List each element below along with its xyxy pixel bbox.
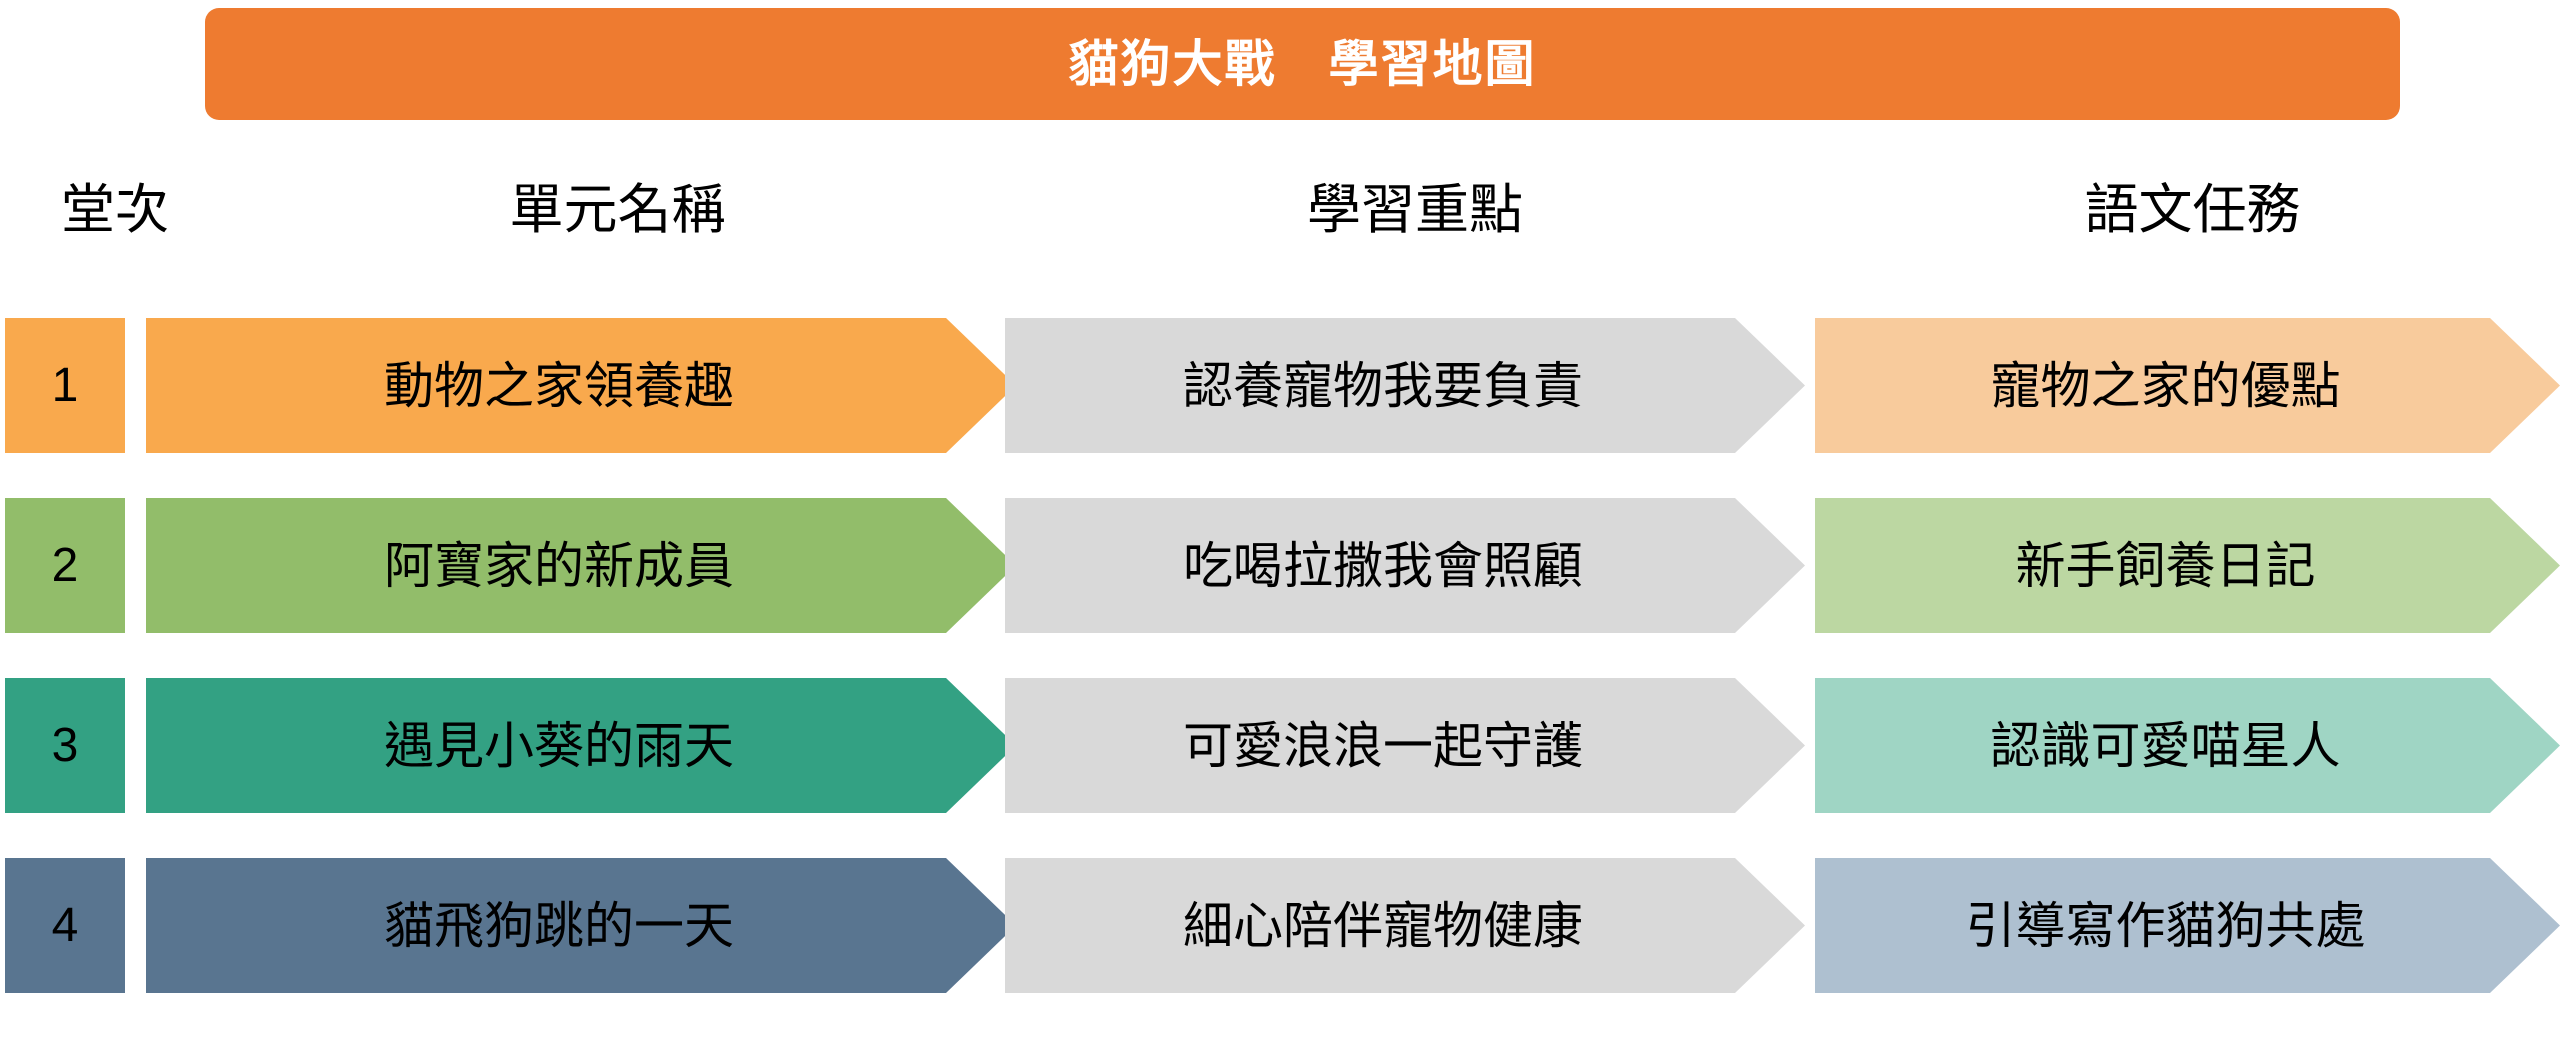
focus-label: 可愛浪浪一起守護 [1183, 717, 1583, 774]
unit-chevron[interactable]: 遇見小葵的雨天 [146, 678, 1016, 813]
focus-label: 細心陪伴寵物健康 [1183, 897, 1583, 954]
task-label: 引導寫作貓狗共處 [1965, 897, 2366, 954]
task-label: 寵物之家的優點 [1990, 357, 2341, 414]
focus-label: 吃喝拉撒我會照顧 [1183, 537, 1583, 594]
title-banner: 貓狗大戰 學習地圖 [205, 8, 2400, 120]
table-row: 4 貓飛狗跳的一天 細心陪伴寵物健康 引導寫作貓狗共處 [0, 858, 2560, 993]
unit-chevron[interactable]: 動物之家領養趣 [146, 318, 1016, 453]
column-header-lesson: 堂次 [61, 180, 169, 240]
unit-label: 阿寶家的新成員 [384, 537, 734, 594]
lesson-number: 2 [51, 538, 79, 592]
column-header-task: 語文任務 [2084, 180, 2301, 240]
task-chevron[interactable]: 引導寫作貓狗共處 [1815, 858, 2560, 993]
column-header-row: 堂次 單元名稱 學習重點 語文任務 [0, 160, 2560, 260]
table-row: 2 阿寶家的新成員 吃喝拉撒我會照顧 新手飼養日記 [0, 498, 2560, 633]
lesson-number-chip: 1 [5, 318, 125, 453]
unit-label: 遇見小葵的雨天 [384, 717, 734, 774]
lesson-number-chip: 3 [5, 678, 125, 813]
lesson-number: 1 [51, 358, 79, 412]
focus-chevron[interactable]: 吃喝拉撒我會照顧 [1005, 498, 1805, 633]
focus-chevron[interactable]: 細心陪伴寵物健康 [1005, 858, 1805, 993]
task-chevron[interactable]: 寵物之家的優點 [1815, 318, 2560, 453]
lesson-number-chip: 4 [5, 858, 125, 993]
task-chevron[interactable]: 認識可愛喵星人 [1815, 678, 2560, 813]
lesson-number: 3 [51, 718, 79, 772]
lesson-number-chip: 2 [5, 498, 125, 633]
lesson-rows: 1 動物之家領養趣 認養寵物我要負責 寵物之家的優點 2 阿寶家的新成員 吃喝拉… [0, 318, 2560, 1038]
task-label: 認識可愛喵星人 [1990, 717, 2341, 774]
focus-chevron[interactable]: 可愛浪浪一起守護 [1005, 678, 1805, 813]
focus-chevron[interactable]: 認養寵物我要負責 [1005, 318, 1805, 453]
column-header-unit: 單元名稱 [509, 180, 726, 240]
unit-chevron[interactable]: 阿寶家的新成員 [146, 498, 1016, 633]
page-title: 貓狗大戰 學習地圖 [1068, 36, 1537, 92]
table-row: 3 遇見小葵的雨天 可愛浪浪一起守護 認識可愛喵星人 [0, 678, 2560, 813]
unit-label: 貓飛狗跳的一天 [384, 897, 734, 954]
lesson-number: 4 [51, 898, 79, 952]
unit-chevron[interactable]: 貓飛狗跳的一天 [146, 858, 1016, 993]
column-header-focus: 學習重點 [1307, 180, 1523, 240]
task-label: 新手飼養日記 [2015, 537, 2316, 594]
unit-label: 動物之家領養趣 [384, 357, 734, 414]
task-chevron[interactable]: 新手飼養日記 [1815, 498, 2560, 633]
table-row: 1 動物之家領養趣 認養寵物我要負責 寵物之家的優點 [0, 318, 2560, 453]
focus-label: 認養寵物我要負責 [1183, 357, 1583, 414]
